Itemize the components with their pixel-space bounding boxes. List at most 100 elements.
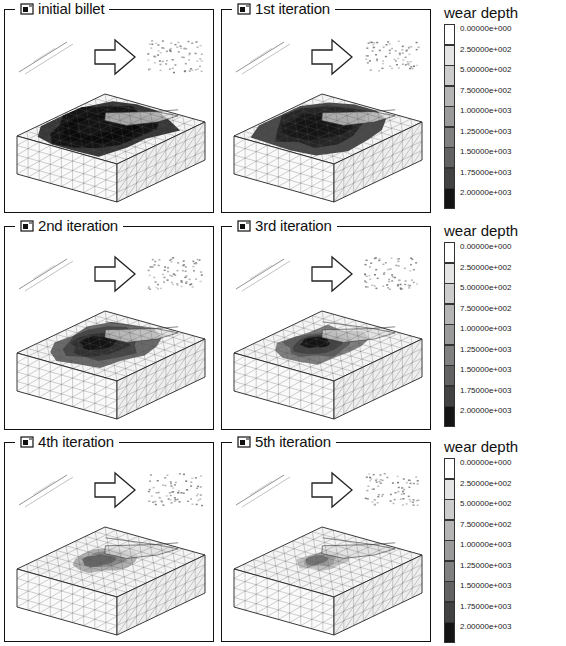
panel-heading-bar: initial billet	[15, 0, 109, 18]
legend-row: 1.00000e+003	[444, 324, 564, 345]
legend-swatch	[444, 499, 455, 520]
legend-value: 2.00000e+003	[460, 406, 511, 415]
legend-box: wear depth 0.00000e+000 2.50000e+002 5.0000…	[438, 4, 564, 210]
legend-row: 1.75000e+003	[444, 602, 564, 623]
legend-row: 2.00000e+003	[444, 622, 564, 643]
panel-heading-bar: 1st iteration	[232, 0, 335, 18]
legend-value: 0.00000e+000	[460, 24, 511, 33]
legend-row: 0.00000e+000	[444, 458, 564, 479]
legend-title: wear depth	[444, 4, 564, 22]
panel-icon	[237, 220, 251, 232]
legend-row: 2.50000e+002	[444, 45, 564, 66]
panel-heading-bar: 2nd iteration	[15, 217, 123, 235]
legend-swatch	[444, 540, 455, 561]
panel-icon	[237, 3, 251, 15]
legend-row: 7.50000e+002	[444, 520, 564, 541]
legend-value: 2.50000e+002	[460, 45, 511, 54]
panel-heading-bar: 5th iteration	[232, 433, 336, 451]
result-panel: 1st iteration	[221, 9, 431, 213]
panel-heading: 4th iteration	[38, 433, 114, 451]
panel-icon	[20, 3, 34, 15]
legend-row: 1.50000e+003	[444, 365, 564, 386]
panel-heading: 3rd iteration	[255, 217, 332, 235]
legend-swatch	[444, 622, 455, 643]
legend-swatch	[444, 283, 455, 304]
legend-value: 1.25000e+003	[460, 561, 511, 570]
panel-icon	[20, 220, 34, 232]
panel-heading: 2nd iteration	[38, 217, 118, 235]
legend-row: 5.00000e+002	[444, 283, 564, 304]
legend-swatch	[444, 386, 455, 407]
legend-value: 2.50000e+002	[460, 479, 511, 488]
legend-row: 2.00000e+003	[444, 406, 564, 427]
legend-value: 1.25000e+003	[460, 345, 511, 354]
legend-row: 0.00000e+000	[444, 242, 564, 263]
legend-swatch	[444, 24, 455, 45]
legend-row: 1.00000e+003	[444, 540, 564, 561]
legend-swatch	[444, 479, 455, 500]
legend-row: 7.50000e+002	[444, 304, 564, 325]
legend-swatch	[444, 242, 455, 263]
legend-box: wear depth 0.00000e+000 2.50000e+0025.0000…	[438, 222, 564, 428]
legend-row: 2.00000e+003	[444, 188, 564, 209]
panel-heading: 1st iteration	[255, 0, 330, 18]
legend-row: 1.50000e+003	[444, 581, 564, 602]
legend-value: 5.00000e+002	[460, 283, 511, 292]
legend-box: wear depth 0.00000e+000 2.50000e+002 5.0000…	[438, 438, 564, 644]
legend-swatch	[444, 406, 455, 427]
legend-swatch	[444, 106, 455, 127]
legend-row: 5.00000e+002	[444, 499, 564, 520]
legend-value: 7.50000e+002	[460, 520, 511, 529]
legend-title: wear depth	[444, 438, 564, 456]
legend-row: 1.50000e+003	[444, 147, 564, 168]
legend-swatch	[444, 458, 455, 479]
legend-value: 5.00000e+002	[460, 65, 511, 74]
legend-swatch	[444, 168, 455, 189]
panel-icon	[20, 436, 34, 448]
legend-row: 7.50000e+002	[444, 86, 564, 107]
legend-swatch	[444, 65, 455, 86]
legend-swatch	[444, 86, 455, 107]
legend-value: 7.50000e+002	[460, 86, 511, 95]
legend-row: 1.75000e+003	[444, 386, 564, 407]
legend-swatch	[444, 324, 455, 345]
legend-value: 1.00000e+003	[460, 324, 511, 333]
legend-value: 2.00000e+003	[460, 188, 511, 197]
result-panel: 3rd iteration	[221, 226, 431, 430]
legend-swatch	[444, 581, 455, 602]
legend-value: 0.00000e+000	[460, 242, 511, 251]
legend-title: wear depth	[444, 222, 564, 240]
legend-swatch	[444, 304, 455, 325]
result-panel: 5th iteration	[221, 442, 431, 642]
legend-value: 5.00000e+002	[460, 499, 511, 508]
die-wear-illustration	[5, 443, 212, 640]
legend-swatch	[444, 127, 455, 148]
panel-icon	[237, 436, 251, 448]
legend-value: 1.50000e+003	[460, 147, 511, 156]
legend-row: 1.25000e+003	[444, 345, 564, 366]
legend-row: 1.75000e+003	[444, 168, 564, 189]
legend-value: 1.75000e+003	[460, 602, 511, 611]
legend-row: 1.25000e+003	[444, 561, 564, 582]
legend-value: 1.50000e+003	[460, 581, 511, 590]
legend-value: 1.00000e+003	[460, 540, 511, 549]
die-wear-illustration	[5, 10, 212, 211]
die-wear-illustration	[222, 227, 429, 428]
legend-row: 2.50000e+002	[444, 479, 564, 500]
legend-row: 1.25000e+003	[444, 127, 564, 148]
legend-swatch	[444, 520, 455, 541]
legend-row: 1.00000e+003	[444, 106, 564, 127]
legend-swatch	[444, 365, 455, 386]
result-panel: 2nd iteration	[4, 226, 214, 430]
legend-swatch	[444, 263, 455, 284]
legend-value: 7.50000e+002	[460, 304, 511, 313]
legend-value: 2.00000e+003	[460, 622, 511, 631]
legend-swatch	[444, 561, 455, 582]
legend-value: 0.00000e+000	[460, 458, 511, 467]
legend-swatch	[444, 345, 455, 366]
result-panel: 4th iteration	[4, 442, 214, 642]
panel-heading: 5th iteration	[255, 433, 331, 451]
panel-heading: initial billet	[38, 0, 104, 18]
result-panel: initial billet	[4, 9, 214, 213]
legend-row: 2.50000e+002	[444, 263, 564, 284]
